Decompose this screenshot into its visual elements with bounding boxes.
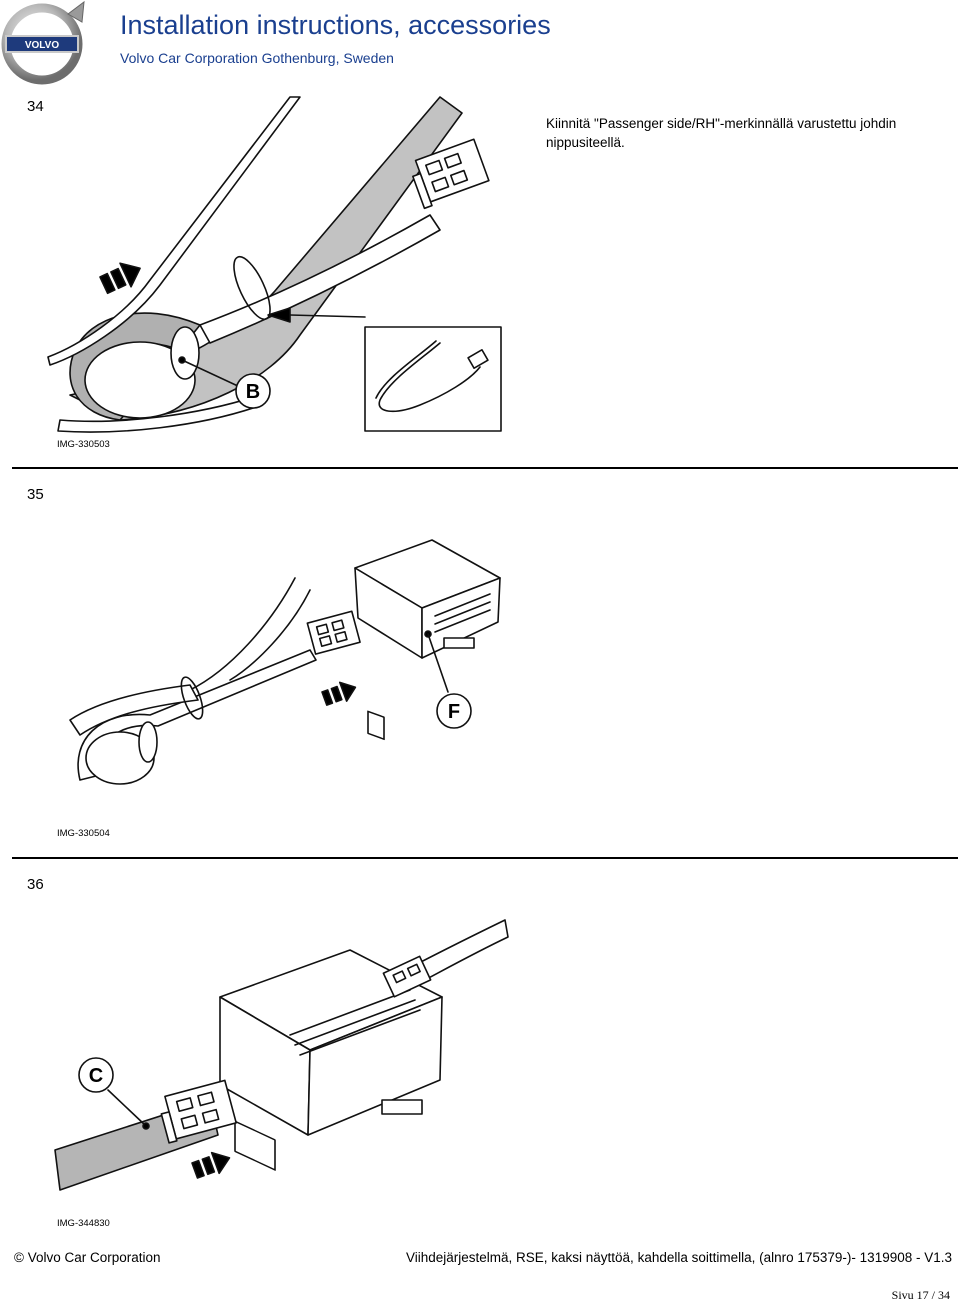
page-number: Sivu 17 / 34 <box>891 1288 950 1302</box>
image-id: IMG-330503 <box>57 439 110 450</box>
step-divider <box>12 857 958 859</box>
callout-label: B <box>246 381 260 403</box>
illustration-cable-tie: B <box>47 96 502 433</box>
page-title: Installation instructions, accessories <box>120 10 551 40</box>
callout-label: C <box>89 1065 103 1087</box>
step-number: 34 <box>27 98 44 115</box>
footer-document-title: Viihdejärjestelmä, RSE, kaksi näyttöä, k… <box>405 1250 952 1265</box>
image-id: IMG-344830 <box>57 1218 110 1229</box>
image-id: IMG-330504 <box>57 828 110 839</box>
logo-text: VOLVO <box>25 40 59 51</box>
illustration-connect-module: F <box>69 539 501 785</box>
step-instruction: Kiinnitä "Passenger side/RH"-merkinnällä… <box>546 116 897 150</box>
illustration-module-connected: C <box>54 919 509 1191</box>
callout-label: F <box>448 701 460 723</box>
page-subtitle: Volvo Car Corporation Gothenburg, Sweden <box>120 50 394 66</box>
step-number: 35 <box>27 486 44 503</box>
step-number: 36 <box>27 876 44 893</box>
step-divider <box>12 467 958 469</box>
footer-copyright: © Volvo Car Corporation <box>14 1250 161 1265</box>
volvo-logo: VOLVO <box>1 0 85 85</box>
